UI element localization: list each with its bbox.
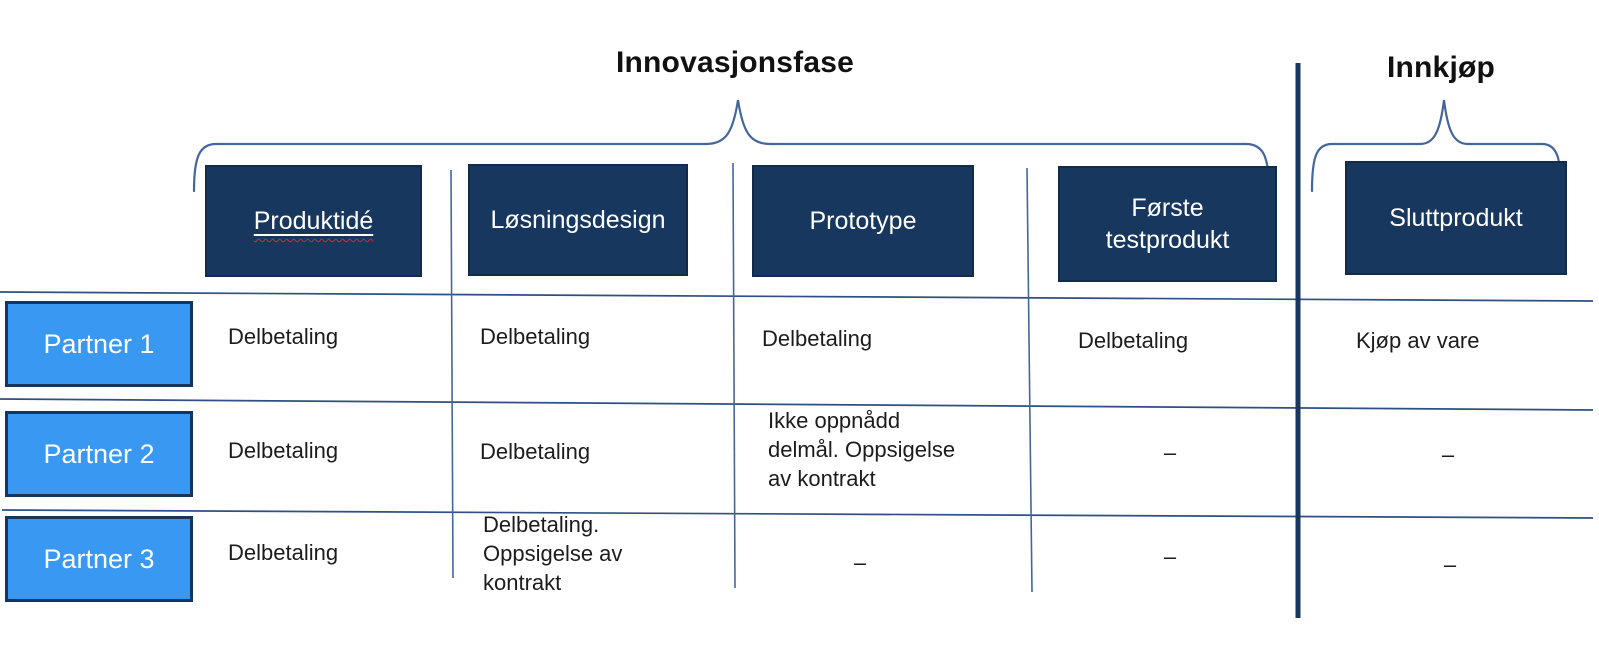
row-separator-line <box>1 509 1594 519</box>
innovation-brace <box>192 99 1271 193</box>
stage-box-prototype: Prototype <box>752 165 974 277</box>
procurement-brace <box>1310 99 1563 193</box>
stage-box-forste-testprodukt: Første testprodukt <box>1058 166 1277 282</box>
cell-partner3-forste-testprodukt: – <box>1163 544 1177 569</box>
stage-label: Første testprodukt <box>1105 194 1230 254</box>
row-separator-line <box>0 398 1594 411</box>
cell-partner2-prototype: Ikke oppnådd delmål. Oppsigelse av kontr… <box>768 408 956 491</box>
partner-box-1: Partner 1 <box>5 301 193 387</box>
column-divider-line <box>732 162 736 589</box>
column-divider-line <box>450 169 454 579</box>
cell-partner2-sluttprodukt: – <box>1441 442 1455 467</box>
cell-partner1-produktide: Delbetaling <box>228 324 339 349</box>
cell-partner1-losningsdesign: Delbetaling <box>480 324 591 349</box>
cell-partner2-forste-testprodukt: – <box>1163 440 1177 465</box>
partner-label: Partner 2 <box>43 438 155 469</box>
stage-label: Løsningsdesign <box>490 206 666 234</box>
cell-partner3-sluttprodukt: – <box>1443 552 1457 577</box>
procurement-title: Innkjøp <box>1386 51 1496 84</box>
stage-label-underline: Produktidé <box>254 205 374 237</box>
partner-box-2: Partner 2 <box>5 411 193 497</box>
cell-partner1-forste-testprodukt: Delbetaling <box>1078 328 1189 353</box>
cell-partner3-prototype: – <box>853 550 867 575</box>
cell-partner1-sluttprodukt: Kjøp av vare <box>1356 328 1480 353</box>
cell-partner2-produktide: Delbetaling <box>228 438 339 463</box>
stage-label: Sluttprodukt <box>1389 204 1523 232</box>
row-separator-line <box>0 291 1594 302</box>
partner-label: Partner 1 <box>43 328 155 359</box>
partner-label: Partner 3 <box>43 543 155 574</box>
cell-partner2-losningsdesign: Delbetaling <box>480 439 591 464</box>
innovation-phase-title: Innovasjonsfase <box>615 46 855 79</box>
stage-box-losningsdesign: Løsningsdesign <box>468 164 688 276</box>
stage-label: Prototype <box>809 207 917 235</box>
cell-partner1-prototype: Delbetaling <box>762 326 873 351</box>
column-divider-line <box>1026 167 1033 593</box>
stage-label: Produktidé <box>253 207 374 235</box>
cell-partner3-losningsdesign: Delbetaling. Oppsigelse av kontrakt <box>483 512 623 595</box>
stage-box-produktide: Produktidé <box>205 165 422 277</box>
partner-box-3: Partner 3 <box>5 516 193 602</box>
cell-partner3-produktide: Delbetaling <box>228 540 339 565</box>
stage-box-sluttprodukt: Sluttprodukt <box>1345 161 1567 275</box>
